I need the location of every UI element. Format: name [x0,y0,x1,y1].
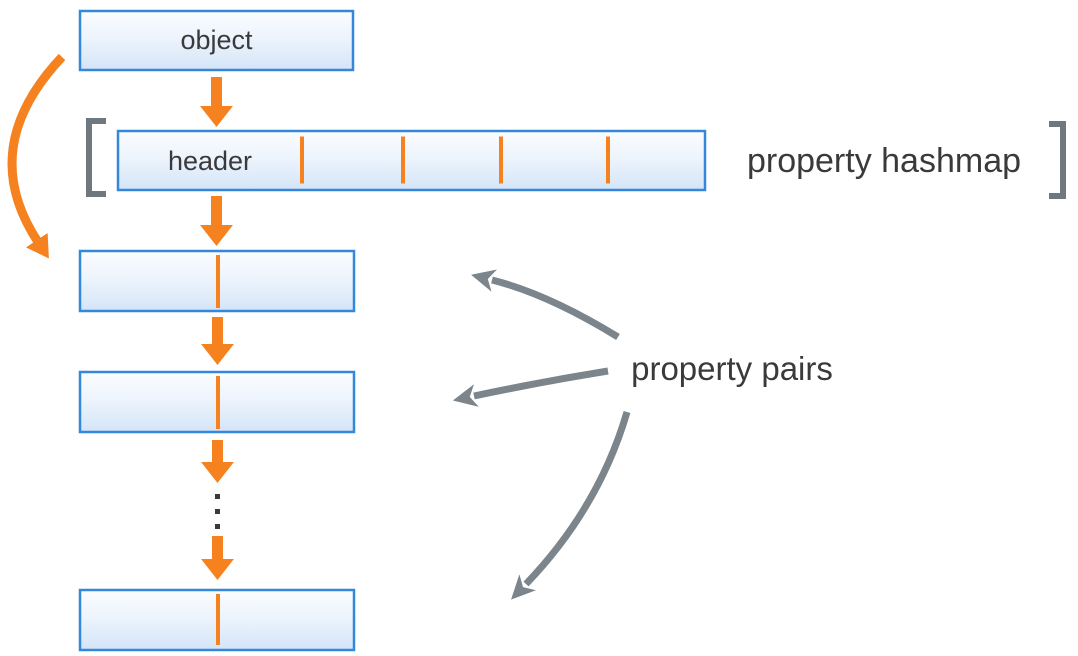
ellipsis-dot [215,509,220,514]
hashmap-caption: property hashmap [747,142,1021,180]
left-bracket-icon [86,118,106,197]
property-pair-box-2 [78,370,356,434]
object-label: object [180,25,253,55]
hashmap-box-group: header [116,129,707,192]
hashmap-header-label: header [168,146,252,176]
pairs-arrow-middle [452,367,609,407]
ellipsis-dot [215,494,220,499]
right-bracket-icon [1049,121,1066,199]
ellipsis-dot [215,524,220,529]
property-pair-box-1 [78,249,356,313]
pairs-arrow-bottom [511,411,631,600]
curved-arrow-object-to-first-pair [7,53,66,259]
property-pair-box-3 [78,588,356,652]
vertical-ellipsis-icon [215,494,220,529]
object-box [78,9,355,72]
pairs-arrow-top [471,269,620,340]
pairs-caption: property pairs [631,350,833,387]
